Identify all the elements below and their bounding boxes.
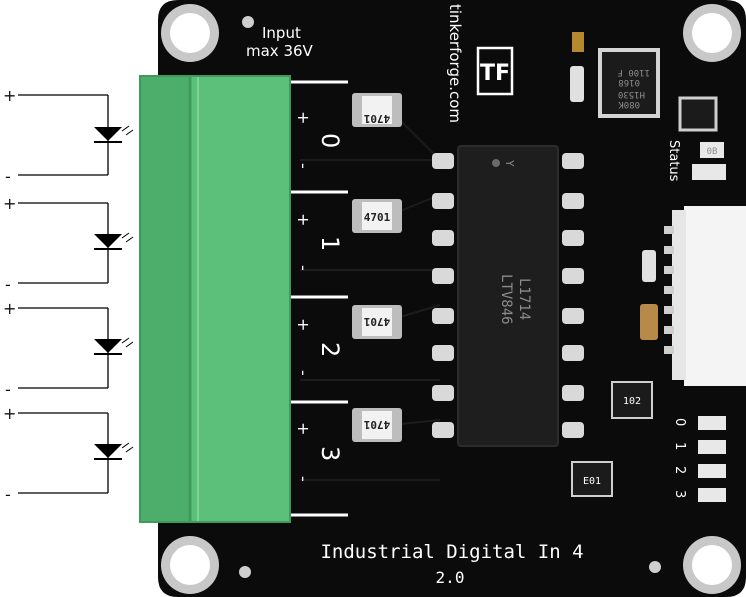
- status-led-0: 0: [672, 416, 726, 430]
- resistor: 4701: [352, 199, 402, 233]
- channel-0-labels: + 0 -: [294, 111, 344, 169]
- pcb: [158, 0, 746, 597]
- external-led-2: + -: [3, 299, 134, 399]
- external-led-minus: -: [5, 380, 11, 399]
- pin1-marker: Y: [503, 160, 516, 167]
- mcu-line2: 0168: [618, 77, 640, 87]
- status-label: Status: [666, 140, 681, 182]
- bottom-network-label: E01: [583, 476, 601, 487]
- status-led-label: 3: [672, 490, 687, 498]
- pin1-dot: [492, 159, 500, 167]
- resistor: 4701: [352, 408, 402, 442]
- external-led-1: + -: [3, 194, 134, 294]
- chip-pins-left: [432, 153, 454, 438]
- capacitor: [642, 250, 656, 282]
- resistor-network: 102: [611, 381, 653, 419]
- channel-number: 1: [316, 236, 344, 251]
- mcu-line4: 080K: [618, 99, 640, 109]
- status-led-label: 1: [672, 442, 687, 450]
- mounting-hole: [161, 536, 219, 594]
- status-led-3: 3: [672, 488, 726, 502]
- channel-plus-label: +: [294, 213, 313, 226]
- channel-number: 0: [316, 133, 344, 148]
- external-led-3: + -: [3, 404, 134, 504]
- logo-text: TF: [480, 61, 510, 86]
- tinkerforge-logo: TF: [476, 46, 514, 96]
- channel-minus-label: -: [294, 476, 313, 482]
- external-led-plus: +: [3, 404, 16, 423]
- small-ic: [678, 96, 718, 132]
- channel-1-labels: + 1 -: [294, 213, 344, 271]
- channel-2-labels: + 2 -: [294, 318, 344, 376]
- status-part-label: 0B: [707, 147, 718, 157]
- status-led-2: 2: [672, 464, 726, 478]
- external-led-plus: +: [3, 194, 16, 213]
- bricklet-connector: [664, 206, 746, 386]
- channel-minus-label: -: [294, 265, 313, 271]
- terminal-block: [139, 75, 291, 523]
- external-led-0: + -: [3, 86, 134, 186]
- mcu-line3: 1100 F: [617, 67, 650, 77]
- chip-line1: L1714: [516, 278, 532, 320]
- channel-separators: [288, 80, 348, 517]
- resistor-label: 4701: [363, 112, 390, 125]
- resistor-network-label: 102: [623, 396, 641, 407]
- board-title: Industrial Digital In 4: [320, 541, 583, 563]
- resistor: 4701: [352, 305, 402, 339]
- status-led-label: 0: [672, 418, 687, 426]
- channel-plus-label: +: [294, 422, 313, 435]
- mcu-line1: H1530: [618, 89, 645, 99]
- chip-line2: LTV846: [498, 274, 514, 325]
- status-leds: 0 1 2 3: [672, 416, 726, 502]
- channel-number: 3: [316, 446, 344, 461]
- resistor: 4701: [352, 93, 402, 127]
- resistor-label: 4701: [364, 211, 391, 224]
- fiducial: [649, 561, 661, 573]
- status-led-1: 1: [672, 440, 726, 454]
- input-voltage-label: max 36V: [246, 42, 314, 60]
- bottom-resistor-network: E01: [571, 461, 613, 497]
- crystal: [572, 32, 584, 52]
- mcu-chip: H1530 0168 1100 F 080K: [598, 48, 660, 118]
- channel-number: 2: [316, 342, 344, 357]
- status-led-pair: 0B: [692, 142, 726, 180]
- capacitor: [570, 66, 584, 102]
- board-version: 2.0: [436, 568, 465, 587]
- fiducial: [239, 566, 251, 578]
- channel-3-labels: + 3 -: [294, 422, 344, 482]
- fiducial: [242, 16, 254, 28]
- input-label: Input: [262, 24, 301, 42]
- channel-minus-label: -: [294, 370, 313, 376]
- capacitor: [640, 304, 658, 340]
- resistor-label: 4701: [363, 315, 390, 328]
- external-led-plus: +: [3, 299, 16, 318]
- chip-pins-right: [562, 153, 584, 438]
- external-led-minus: -: [5, 167, 11, 186]
- optocoupler-chip: Y L1714 LTV846: [432, 145, 584, 447]
- mounting-hole: [161, 4, 219, 62]
- external-led-minus: -: [5, 275, 11, 294]
- channel-plus-label: +: [294, 111, 313, 124]
- channel-plus-label: +: [294, 318, 313, 331]
- mounting-hole: [683, 536, 741, 594]
- external-led-schematic: + - + - + -: [3, 86, 134, 504]
- resistor-label: 4701: [363, 418, 390, 431]
- brand-url: tinkerforge.com: [446, 4, 464, 123]
- status-led-label: 2: [672, 466, 687, 474]
- external-led-minus: -: [5, 485, 11, 504]
- channel-minus-label: -: [294, 163, 313, 169]
- mounting-hole: [683, 4, 741, 62]
- external-led-plus: +: [3, 86, 16, 105]
